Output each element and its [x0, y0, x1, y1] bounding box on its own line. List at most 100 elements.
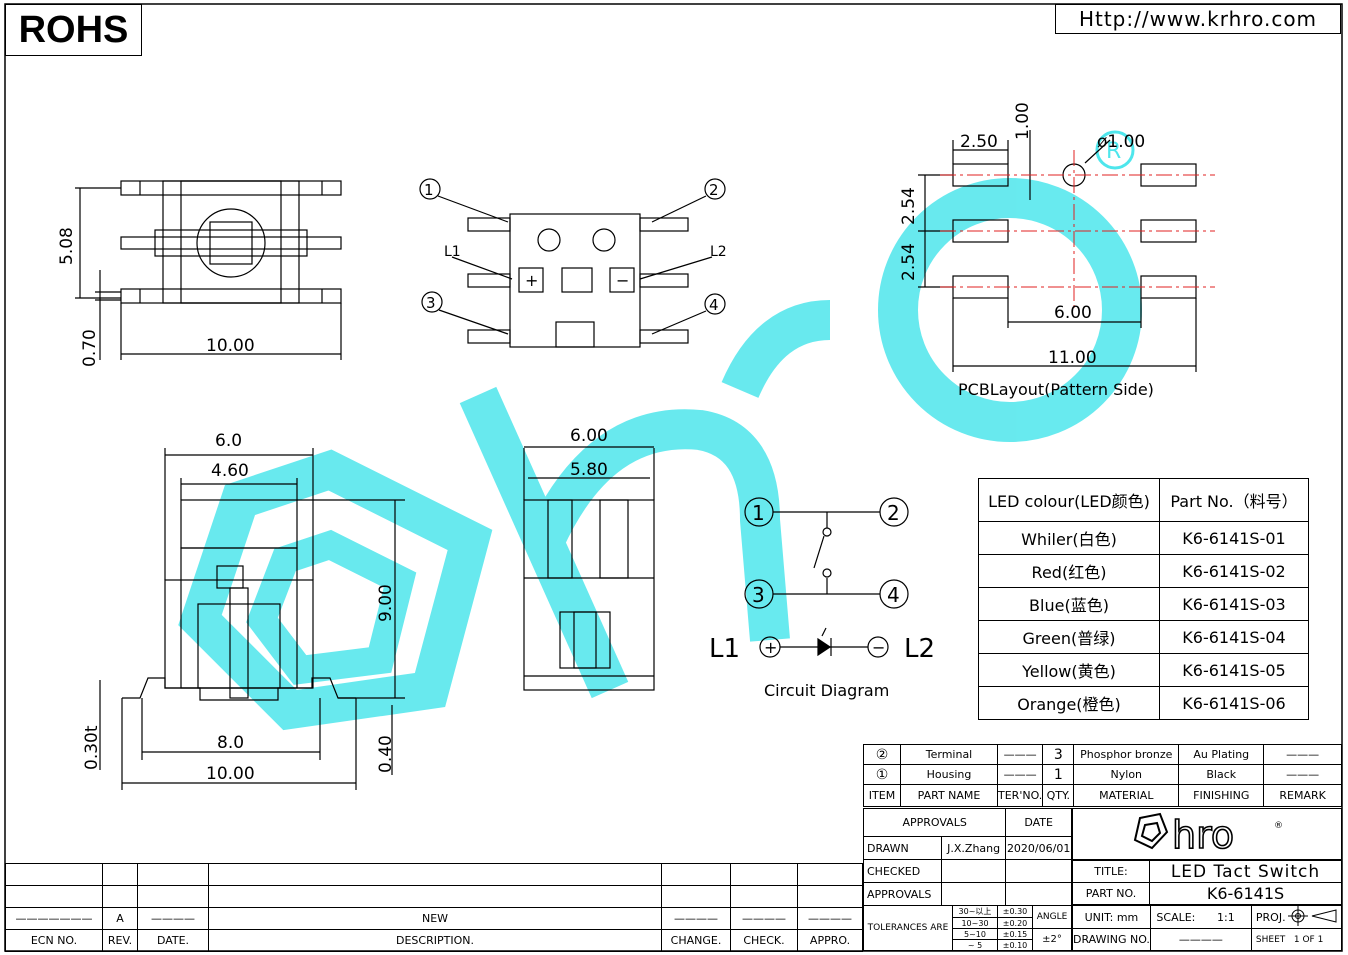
- checked-label: CHECKED: [863, 859, 942, 883]
- tol-value: ±0.10: [997, 939, 1033, 951]
- revision-block: ——————— A ———— NEW ———————————— ECN NO. …: [5, 863, 863, 952]
- rev-value: A: [102, 907, 138, 930]
- pcb-dim-1100: 11.00: [1048, 348, 1097, 368]
- term-minus: −: [616, 271, 629, 290]
- revision-header-row: ECN NO. REV. DATE. DESCRIPTION. CHANGE. …: [5, 929, 863, 952]
- rev-header: REV.: [102, 929, 138, 952]
- bom-finish: Au Plating: [1178, 744, 1265, 765]
- term-l1: L1: [444, 244, 461, 260]
- dim-top-pin: 0.70: [80, 329, 100, 367]
- table-row: Red(红色)K6-6141S-02: [978, 554, 1309, 588]
- term-pin-3: 3: [426, 294, 436, 312]
- table-row: Blue(蓝色)K6-6141S-03: [978, 587, 1309, 621]
- part-no-label: PART NO.: [1072, 882, 1150, 905]
- term-l2: L2: [710, 244, 727, 260]
- pcb-dim-100: 1.00: [1013, 102, 1033, 140]
- circ-plus: +: [764, 638, 777, 657]
- pcb-dim-254a: 2.54: [899, 187, 919, 225]
- angle-label: ANGLE: [1032, 905, 1072, 929]
- pcb-label: PCBLayout(Pattern Side): [958, 380, 1154, 399]
- revision-row: ——————— A ———— NEW ————————————: [5, 907, 863, 930]
- change-header: CHANGE.: [661, 929, 731, 952]
- term-plus: +: [525, 271, 538, 290]
- led-colour: Blue(蓝色): [978, 587, 1160, 621]
- tol-range: 5~10: [952, 928, 998, 940]
- part-no: K6-6141S-04: [1159, 620, 1309, 654]
- checked-row: CHECKED: [863, 859, 1072, 883]
- pcb-dim-600: 6.00: [1054, 303, 1092, 323]
- pcb-dim-254b: 2.54: [899, 243, 919, 281]
- led-colour-header: LED colour(LED颜色): [978, 478, 1160, 522]
- led-colour: Green(普绿): [978, 620, 1160, 654]
- bom-name: Terminal: [900, 744, 998, 765]
- rev-description: NEW: [208, 907, 662, 930]
- led-colour: Whiler(白色): [978, 521, 1160, 555]
- circ-p3: 3: [752, 583, 765, 607]
- drawn-by: J.X.Zhang: [940, 836, 1007, 860]
- title-block: TITLE: LED Tact Switch PART NO. K6-6141S: [1072, 860, 1342, 905]
- part-no-header: Part No.（料号）: [1159, 478, 1309, 522]
- front-dim-460: 4.60: [211, 461, 249, 481]
- table-row: Yellow(黄色)K6-6141S-05: [978, 653, 1309, 687]
- bom-ter: ———: [996, 764, 1044, 785]
- ecn-header: ECN NO.: [5, 929, 103, 952]
- bom-header-row: ITEM PART NAME TER'NO. QTY. MATERIAL FIN…: [863, 784, 1342, 807]
- bom-item: ①: [863, 764, 901, 785]
- front-dim-1000: 10.00: [206, 764, 255, 784]
- tol-value: ±0.30: [997, 905, 1033, 918]
- bom-material: Phosphor bronze: [1073, 744, 1180, 765]
- bom-header-remark: REMARK: [1263, 784, 1342, 807]
- top-view: [75, 180, 342, 360]
- bom-row: ② Terminal ——— 3 Phosphor bronze Au Plat…: [863, 744, 1342, 765]
- date-header: DATE: [1005, 808, 1072, 837]
- terminal-view: [419, 178, 726, 348]
- svg-text:R: R: [1106, 139, 1121, 164]
- drawing-no-label: DRAWING NO.: [1072, 928, 1151, 951]
- registered-mark: ®: [1274, 821, 1283, 831]
- side-dim-580: 5.80: [570, 460, 608, 480]
- circ-l1: L1: [709, 634, 740, 664]
- bom-header-ter: TER'NO.: [996, 784, 1044, 807]
- bom-finish: Black: [1178, 764, 1265, 785]
- part-no-value: K6-6141S: [1149, 882, 1342, 905]
- pcb-layout: [918, 130, 1197, 372]
- part-no: K6-6141S-01: [1159, 521, 1309, 555]
- drawing-title: LED Tact Switch: [1149, 860, 1342, 883]
- bom-qty: 1: [1042, 764, 1075, 785]
- description-header: DESCRIPTION.: [208, 929, 662, 952]
- dim-top-width: 10.00: [206, 336, 255, 356]
- part-no: K6-6141S-05: [1159, 653, 1309, 687]
- hro-logo-icon: [1133, 812, 1169, 850]
- website-url: Http://www.krhro.com: [1055, 4, 1341, 34]
- hro-logo-text: hro: [1172, 813, 1234, 857]
- part-no: K6-6141S-06: [1159, 686, 1309, 720]
- unit: UNIT: mm: [1072, 905, 1151, 929]
- tol-range: ~ 5: [952, 939, 998, 951]
- term-pin-1: 1: [424, 181, 434, 199]
- tolerance-block: TOLERANCES ARE 30~以上 ±0.30 ANGLE 10~30 ±…: [863, 905, 1072, 951]
- drawing-no-value: ————: [1149, 928, 1252, 951]
- title-label: TITLE:: [1072, 860, 1150, 883]
- led-part-table: LED colour(LED颜色) Part No.（料号） Whiler(白色…: [978, 478, 1309, 720]
- proj-label: PROJ.: [1250, 905, 1343, 929]
- part-no: K6-6141S-02: [1159, 554, 1309, 588]
- sheet-value: 1 OF 1: [1293, 934, 1324, 945]
- circ-p2: 2: [887, 501, 900, 525]
- front-dim-60: 6.0: [215, 431, 242, 451]
- bom-remark: ———: [1263, 744, 1342, 765]
- front-dim-040: 0.40: [376, 735, 396, 773]
- front-view: [99, 448, 405, 790]
- bom-qty: 3: [1042, 744, 1075, 765]
- circ-minus: −: [872, 638, 885, 657]
- scale-value: 1:1: [1200, 905, 1252, 929]
- drawn-label: DRAWN: [863, 836, 942, 860]
- angle-value: ±2°: [1032, 928, 1072, 951]
- approval-block: APPROVALS DATE DRAWN J.X.Zhang 2020/06/0…: [862, 808, 1072, 906]
- led-colour: Red(红色): [978, 554, 1160, 588]
- front-dim-80: 8.0: [217, 733, 244, 753]
- circ-p1: 1: [752, 501, 765, 525]
- circ-label: Circuit Diagram: [764, 681, 889, 700]
- logo-cell: [1072, 808, 1342, 860]
- tol-value: ±0.15: [997, 928, 1033, 940]
